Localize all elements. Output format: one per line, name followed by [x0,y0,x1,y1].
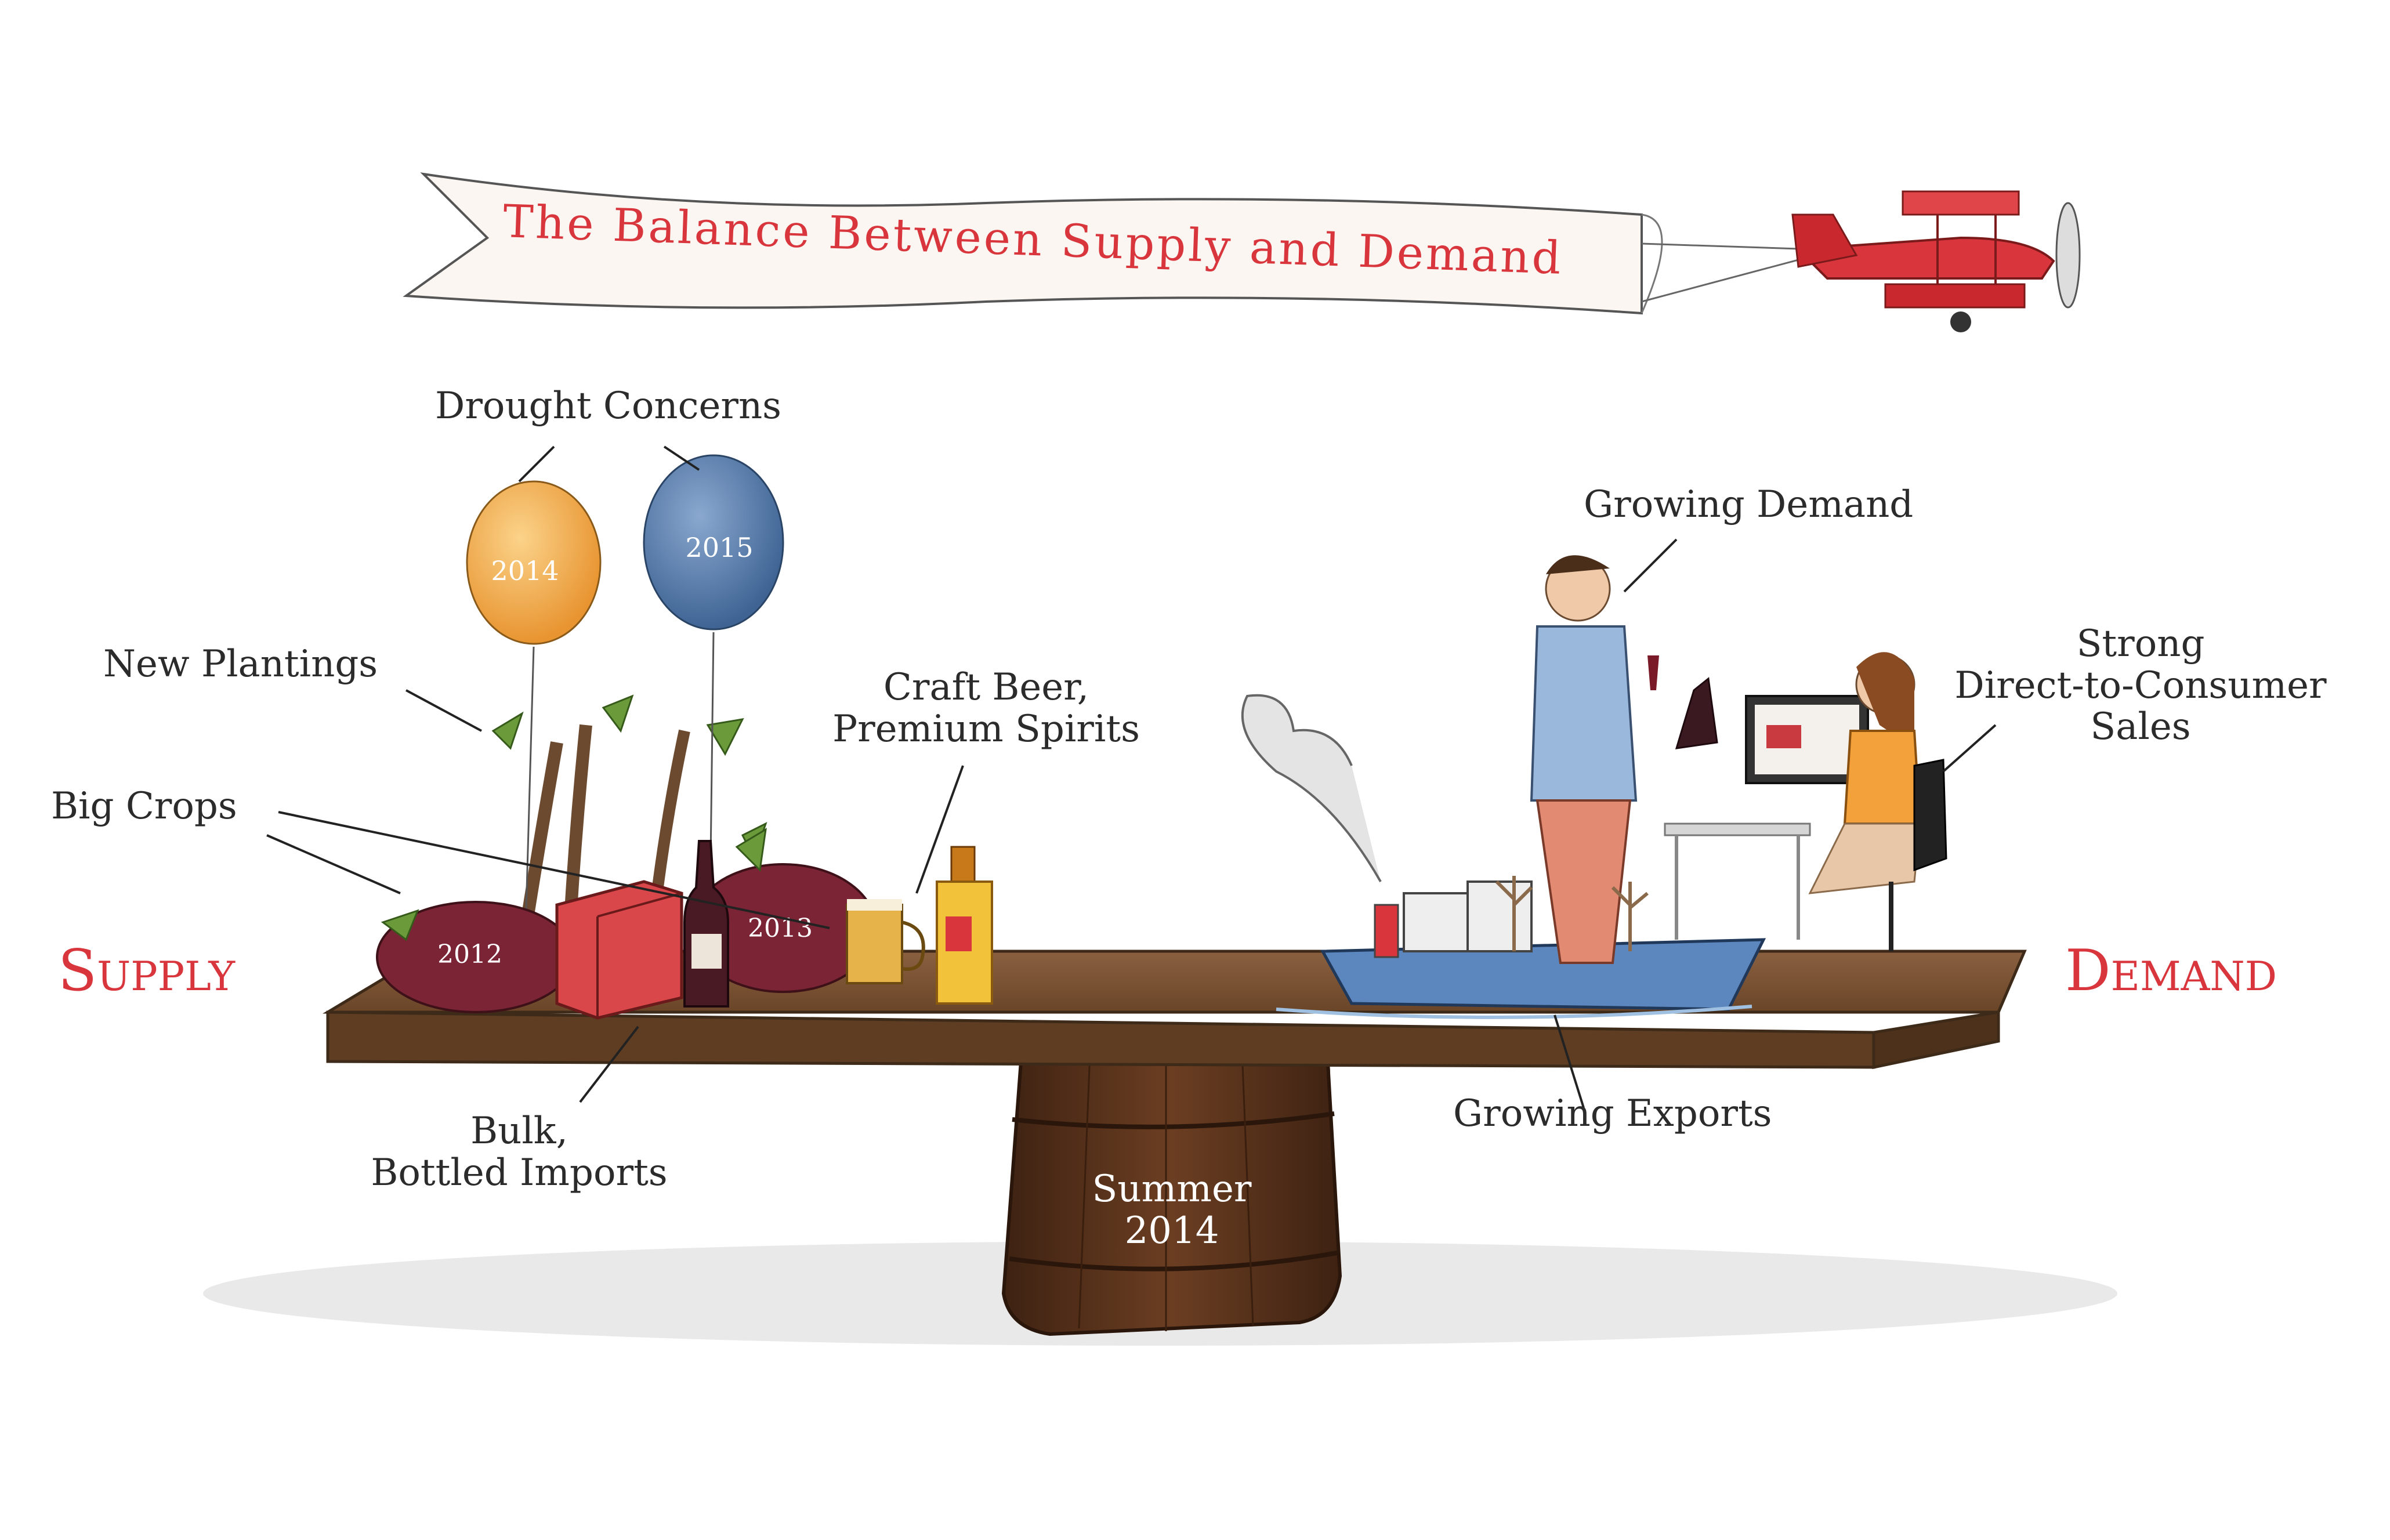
growing-demand-label: Growing Demand [1584,483,1914,526]
bulk-imports-label: Bulk, Bottled Imports [357,1110,682,1194]
direct-line-1: Strong [2076,622,2205,665]
barrel-fulcrum [1001,1031,1342,1336]
craft-beer-label: Craft Beer, Premium Spirits [824,666,1149,751]
man-tasting-wine [1530,555,1718,964]
fulcrum-label: Summer 2014 [1004,1168,1340,1252]
demand-label: Demand [2065,938,2277,1004]
spirits-bottle [936,846,993,1005]
shipping-crate [555,880,683,1020]
craft-beer-line-1: Craft Beer, [883,666,1089,709]
direct-line-3: Sales [2090,705,2191,749]
fulcrum-line-2: 2014 [1124,1209,1219,1252]
new-plantings-label: New Plantings [103,643,378,686]
balloon-2014: 2014 [466,480,602,952]
supply-label: Supply [58,938,236,1004]
direct-to-consumer-label: Strong Direct-to-Consumer Sales [1926,622,2355,749]
fulcrum-line-1: Summer [1092,1168,1252,1211]
grapes-2012-label: 2012 [437,940,502,969]
drought-concerns-label: Drought Concerns [435,385,781,427]
balloon-2015: 2015 [643,454,784,859]
airplane-icon [1791,190,2081,332]
woman-at-computer [1664,652,1947,951]
bulk-imports-line-1: Bulk, [470,1110,568,1153]
growing-exports-label: Growing Exports [1453,1092,1772,1135]
leader-lines [266,445,1997,1108]
cargo-ship [1241,694,1766,1019]
balloon-2014-label: 2014 [491,555,559,586]
wine-bottle [683,840,729,1008]
craft-beer-line-2: Premium Spirits [832,707,1140,751]
beer-mug [846,899,925,984]
grapes-2012: 2012 [376,901,575,1013]
bulk-imports-line-2: Bottled Imports [371,1151,668,1194]
direct-line-2: Direct-to-Consumer [1954,664,2327,707]
big-crops-label: Big Crops [51,785,237,828]
bare-saplings [1495,876,1649,951]
title-banner: The Balance Between Supply and Demand [403,172,1816,315]
balloon-2015-label: 2015 [685,532,753,563]
